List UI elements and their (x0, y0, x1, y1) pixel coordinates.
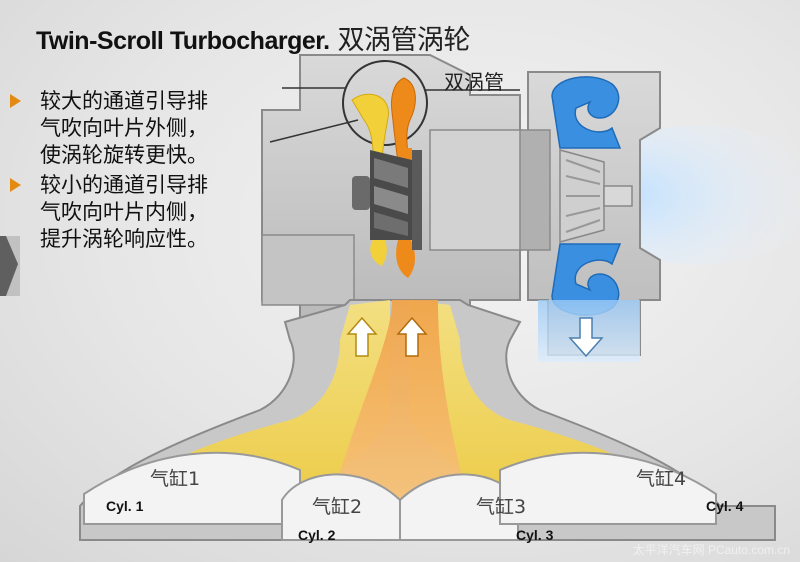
background-light-band (0, 236, 20, 296)
turbine-wheel (352, 150, 422, 250)
page-title: Twin-Scroll Turbocharger.双涡管涡轮 (36, 18, 471, 57)
bullet-line: 提升涡轮响应性。 (40, 227, 208, 251)
manifold-arrow-left (346, 316, 378, 357)
cylinder-4-cn-label: 气缸4 (636, 468, 687, 490)
bullet-triangle-icon (10, 94, 21, 108)
cylinder-port-4 (499, 451, 717, 525)
twin-scroll-label: 双涡管 (444, 70, 504, 94)
bullet-line: 使涡轮旋转更快。 (40, 143, 208, 167)
bullet-small-scroll: 较小的通道引导排 气吹向叶片内侧， 提升涡轮响应性。 (10, 172, 272, 253)
watermark: 太平洋汽车网 PCauto.com.cn (632, 543, 790, 557)
cylinder-2-cn-label: 气缸2 (312, 496, 363, 518)
cylinder-port-1 (83, 451, 301, 525)
cylinder-1-label: Cyl. 1 (106, 498, 144, 514)
bullet-large-scroll: 较大的通道引导排 气吹向叶片外侧， 使涡轮旋转更快。 (10, 88, 272, 169)
twin-scroll-callout-circle (342, 60, 428, 146)
cylinder-2-label: Cyl. 2 (298, 527, 336, 543)
exhaust-bottom-flow-yellow (370, 238, 387, 266)
bullet-triangle-icon (10, 178, 21, 192)
manifold-yellow-flow (110, 300, 390, 506)
callout-line-bullet-2 (269, 119, 359, 143)
cylinder-1-cn-label: 气缸1 (150, 468, 201, 490)
compressor-outlet-arrow (568, 317, 604, 358)
bullet-line: 气吹向叶片外侧， (40, 116, 208, 140)
title-english: Twin-Scroll Turbocharger. (36, 27, 330, 55)
bullet-line: 较小的通道引导排 (40, 173, 208, 197)
manifold-yellow-flow-right (410, 300, 690, 506)
compressor-volute-top (551, 76, 622, 149)
bullet-line: 气吹向叶片内侧， (40, 200, 208, 224)
compressor-wheel (559, 149, 633, 243)
manifold-orange-flow (330, 300, 470, 506)
manifold-arrow-right (396, 316, 428, 357)
background-arrow-band (0, 236, 18, 296)
shaft-bearing-housing (519, 129, 551, 251)
turbine-flange (261, 234, 355, 306)
bullet-line: 较大的通道引导排 (40, 89, 208, 113)
exhaust-bottom-flow-orange (396, 238, 415, 278)
title-chinese: 双涡管涡轮 (337, 25, 471, 55)
cylinder-3-cn-label: 气缸3 (476, 496, 527, 518)
cylinder-4-label: Cyl. 4 (706, 498, 744, 514)
cylinder-3-label: Cyl. 3 (516, 527, 554, 543)
housing-inner-cavity (429, 129, 523, 251)
